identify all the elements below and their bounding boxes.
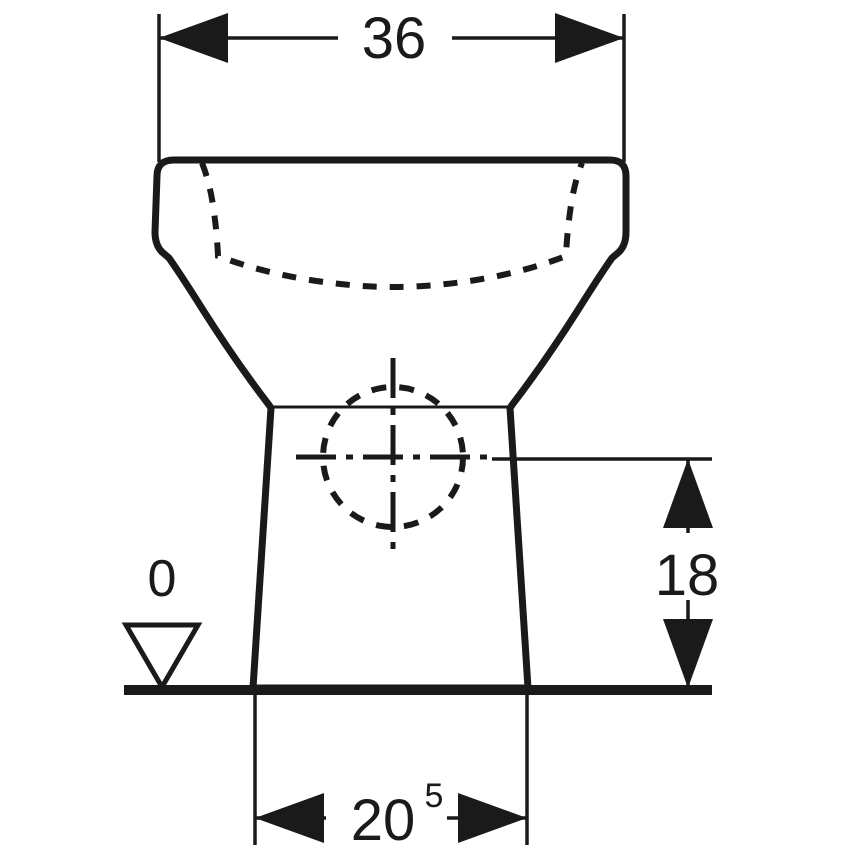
dimension-label-base-width-superscript: 5 bbox=[425, 777, 444, 815]
outlet-centerlines bbox=[296, 358, 492, 558]
datum-triangle-icon bbox=[121, 622, 203, 692]
bowl-and-pedestal-outline bbox=[151, 156, 630, 692]
dimension-label-rim-height: 18 bbox=[655, 543, 720, 608]
dimension-rim-height: 18 bbox=[492, 457, 720, 688]
floor-datum-marker: 0 bbox=[121, 550, 203, 692]
outlet-circle bbox=[320, 384, 466, 530]
dimension-overall-width: 36 bbox=[157, 6, 626, 162]
bowl-rim-hidden-edge bbox=[199, 161, 585, 291]
arrowhead-right-bottom bbox=[458, 793, 527, 843]
dimension-base-width: 20 5 bbox=[253, 693, 529, 850]
dimension-label-overall-width: 36 bbox=[362, 6, 427, 71]
arrowhead-left-top bbox=[159, 13, 228, 63]
arrowhead-right-top bbox=[555, 13, 624, 63]
dimension-label-base-width: 20 bbox=[351, 788, 416, 850]
arrowhead-left-bottom bbox=[255, 793, 324, 843]
datum-label: 0 bbox=[148, 550, 177, 608]
arrowhead-bottom-right-dim bbox=[663, 619, 713, 688]
arrowhead-top-right-dim bbox=[663, 459, 713, 528]
